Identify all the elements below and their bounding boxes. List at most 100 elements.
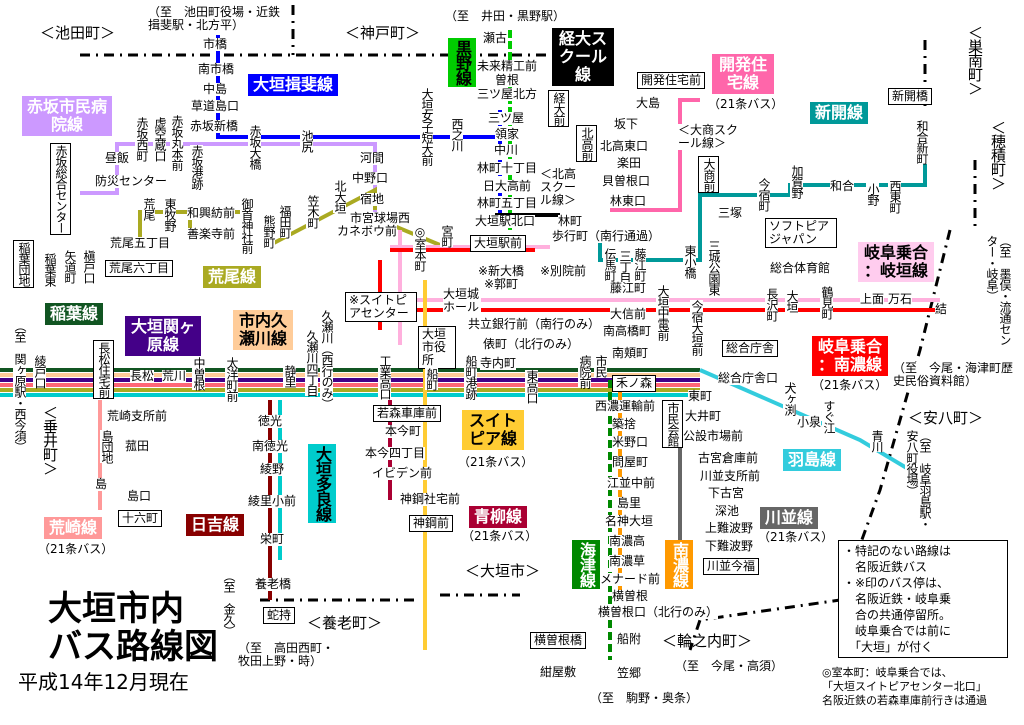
stop-label: 養老橋 — [255, 577, 292, 591]
stop-label: 和合 — [830, 179, 855, 193]
stop-label: 大垣女子短大前 — [420, 88, 434, 165]
stop-label: 上面 — [860, 292, 885, 306]
stop-box-label: 大商前 — [698, 156, 719, 193]
route-badge-arasaki[interactable]: 荒崎線 — [44, 517, 103, 539]
stop-box-label: 長松住宅前 — [93, 340, 114, 399]
stop-label: 笠郷 — [617, 666, 642, 680]
route-badge-keidai-school[interactable]: 経大スクール線 — [552, 28, 614, 86]
route-badge-kurono[interactable]: 黒野線 — [448, 38, 476, 87]
muromoto-note: ◎室本町：岐阜乗合では、 「大垣スイトピアセンター北口」 名阪近鉄の若森車庫前行… — [822, 666, 987, 708]
stop-box-label: 神鋼前 — [409, 515, 454, 532]
stop-label: 中野口 — [352, 171, 389, 185]
stop-label: 東小橋 — [683, 245, 697, 278]
area-yoro: ＜養老町＞ — [307, 614, 383, 632]
stop-label: 和興紡前 — [187, 206, 236, 220]
stop-label: 昼飯 — [105, 151, 130, 165]
route-badge-ogaki-tara[interactable]: 大垣多良線 — [308, 444, 336, 523]
stop-label: 赤坂丸本前 — [170, 115, 184, 170]
legend-notes: ・特記のない路線は 名阪近鉄バス ・※印のバス停は、 名阪近鉄・岐阜乗 合の共通… — [838, 540, 1008, 658]
stop-label: 総合体育館 — [770, 261, 831, 275]
stop-label: 熊野町 — [262, 215, 276, 248]
stop-label: 古宮倉庫前 — [698, 451, 759, 465]
stop-label: 楽田 — [617, 156, 642, 170]
stop-label: 稲葉東 — [43, 253, 57, 286]
stop-box-label: ※スイトピアセンター — [345, 292, 417, 322]
route-badge-arao[interactable]: 荒尾線 — [203, 266, 262, 288]
note-line: 合の共通停留所。 — [843, 608, 952, 622]
stop-label: 三城公園東 — [707, 240, 721, 295]
stop-label: 東町 — [688, 389, 713, 403]
stop-label: 寺内町 — [480, 356, 517, 370]
stop-label: 伝馬町 — [603, 248, 617, 281]
stop-label: 太洋町前 — [225, 357, 239, 401]
stop-label: 工業高口 — [378, 355, 392, 399]
map-date: 平成14年12月現在 — [18, 670, 189, 694]
stop-label: 荒尾 — [142, 198, 156, 220]
stop-label: 市民 — [594, 355, 608, 377]
stop-label: （至 井田・黒野駅） — [445, 9, 566, 23]
stop-label: 横曽根口（北行のみ） — [598, 605, 719, 619]
stop-label: 深池 — [715, 504, 740, 518]
stop-label: （至 駒野・奥条） — [590, 691, 699, 705]
route-badge-hiyoshi[interactable]: 日吉線 — [186, 514, 245, 536]
stop-label: 共立銀行前（南行のみ） — [468, 317, 601, 331]
stop-label: 東高口 — [525, 370, 539, 403]
title-line-1: 大垣市内 — [48, 589, 184, 629]
stop-label: 林東口 — [610, 194, 647, 208]
stop-label: （至 金久） — [222, 570, 236, 636]
note-line: 名阪近鉄・岐阜乗 — [843, 592, 952, 606]
stop-label: 本今町 — [385, 424, 422, 438]
stop-label: 犬ヶ渕 — [783, 382, 797, 415]
route-badge-hashima[interactable]: 羽島線 — [783, 449, 842, 471]
route-badge-sekigahara[interactable]: 大垣関ヶ原線 — [125, 316, 201, 356]
stop-box-label: 北高前 — [576, 125, 597, 162]
stop-label: 鶴見町 — [820, 286, 834, 319]
route-badge-nanno[interactable]: 南濃線 — [665, 540, 693, 589]
stop-label: 福田町 — [278, 205, 292, 238]
stop-label: 総合庁舎口 — [718, 371, 779, 385]
note-line: 岐阜乗合では前に — [843, 624, 952, 638]
stop-label: ◎室本町 — [413, 225, 427, 271]
route-badge-aoyagi[interactable]: 青柳線 — [469, 506, 528, 528]
stop-label: 島里 — [617, 496, 642, 510]
note-line: ・※印のバス停は、 — [843, 576, 950, 590]
route-badge-kawanami[interactable]: 川並線 — [760, 507, 819, 529]
stop-label: 綾戸口 — [33, 355, 47, 388]
stop-label: 和合新町 — [915, 120, 929, 164]
stop-label: 万石 — [888, 292, 913, 306]
stop-box-label: 開発住宅前 — [637, 72, 706, 89]
route-badge-gifu-gakaki[interactable]: 岐阜乗合：岐垣線 — [858, 242, 934, 282]
stop-box-label: 大垣市役所 — [418, 326, 456, 369]
stop-label: 加賀野 — [790, 165, 804, 198]
route-badge-ogaki-ibi[interactable]: 大垣揖斐線 — [248, 74, 339, 96]
stop-label: 西東町 — [888, 180, 902, 213]
stop-label: 紺屋敷 — [540, 665, 577, 679]
title-line-2: バス路線図 — [48, 627, 218, 667]
stop-label: 船町港跡 — [464, 355, 478, 399]
area-tarui: ＜垂井町＞ — [41, 405, 59, 475]
stop-label: 大井町 — [685, 409, 722, 423]
stop-label: 市宮球場西 — [350, 211, 411, 225]
stop-label: 神鋼社宅前 — [400, 492, 461, 506]
stop-box-label: 赤坂総合センター — [50, 143, 71, 235]
stop-label: 貝曽根口 — [602, 174, 651, 188]
stop-label: （至 岐阜羽島駅・安八町役場） — [905, 430, 932, 530]
map-title: 大垣市内 バス路線図 — [48, 590, 218, 666]
stop-label: 静里 — [283, 365, 297, 387]
route-badge-akasaka[interactable]: 赤坂市民病院線 — [22, 96, 112, 136]
stop-label: 荒尾五丁目 — [110, 236, 171, 250]
route-badge-kuzegawa[interactable]: 市内久瀬川線 — [233, 310, 293, 350]
route-badge-inaba[interactable]: 稲葉線 — [45, 303, 104, 325]
route-badge-shinkai[interactable]: 新開線 — [810, 102, 869, 124]
stop-label: 本今四丁目 — [365, 446, 426, 460]
route-badge-kaihatsu[interactable]: 開発住宅線 — [712, 54, 774, 94]
stop-label: 河間 — [360, 151, 385, 165]
route-badge-kaizu[interactable]: 海津線 — [572, 540, 600, 589]
stop-label: 米野口 — [612, 435, 649, 449]
stop-label: ※新大橋 — [478, 264, 525, 278]
route-note: （21条バス） — [462, 529, 538, 543]
route-badge-suitopia[interactable]: スイトピア線 — [462, 410, 524, 450]
route-badge-gifu-nanno[interactable]: 岐阜乗合：南濃線 — [812, 336, 888, 376]
stop-box-label: 若森車庫前 — [373, 405, 442, 422]
stop-label: 藤江町 — [633, 248, 647, 281]
